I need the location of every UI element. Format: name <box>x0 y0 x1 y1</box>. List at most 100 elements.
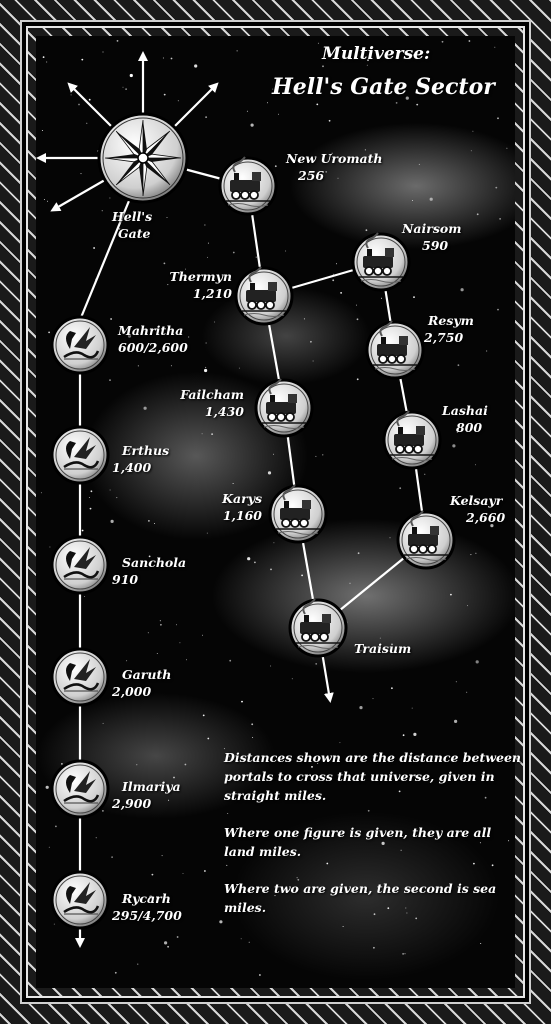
star <box>285 250 287 252</box>
star <box>102 810 104 812</box>
star <box>238 367 240 369</box>
star <box>356 318 359 321</box>
node-name: Failcham <box>180 387 244 402</box>
star <box>322 65 324 68</box>
hub-arrows <box>36 51 219 212</box>
star <box>255 256 257 258</box>
star <box>479 842 481 844</box>
train-emblem-icon-8 <box>288 598 348 658</box>
star <box>80 173 82 175</box>
star <box>156 653 158 654</box>
star <box>322 454 324 456</box>
star <box>416 103 419 106</box>
star <box>95 837 97 839</box>
border-frame <box>26 26 525 998</box>
star <box>49 546 51 548</box>
star <box>202 714 205 717</box>
star <box>154 523 155 524</box>
star <box>207 737 210 740</box>
node-name: Sanchola <box>122 555 187 570</box>
star <box>470 150 472 152</box>
train-emblem-icon-7 <box>396 510 456 570</box>
star <box>424 473 426 475</box>
star <box>248 941 250 943</box>
star <box>455 681 457 683</box>
node-name: Mahritha <box>118 323 184 338</box>
star <box>252 737 254 738</box>
star <box>129 73 133 78</box>
star <box>379 637 381 639</box>
star <box>484 796 487 799</box>
node-label-rycarh: Rycarh 295/4,700 <box>112 890 182 924</box>
star <box>214 321 216 323</box>
star <box>365 229 368 232</box>
star <box>415 917 418 920</box>
star <box>475 552 477 554</box>
train-emblem-icon-1 <box>234 266 294 326</box>
star <box>310 340 312 343</box>
star <box>312 360 314 362</box>
node-label-kelsayr: Kelsayr 2,660 <box>450 492 505 526</box>
star <box>387 907 390 910</box>
star <box>356 378 359 381</box>
star <box>130 784 132 785</box>
star <box>413 732 417 737</box>
star <box>206 532 208 534</box>
star <box>391 643 393 646</box>
node-distance: 1,210 <box>192 286 232 301</box>
star <box>391 687 393 690</box>
star <box>157 333 159 335</box>
star <box>367 59 369 62</box>
node-label-nairsom: Nairsom 590 <box>402 220 461 254</box>
node-distance: 590 <box>422 238 449 253</box>
star <box>205 366 207 368</box>
star <box>101 210 103 212</box>
star <box>399 487 402 490</box>
star <box>317 42 319 44</box>
star <box>110 318 112 320</box>
hub-arrow <box>173 82 219 128</box>
star <box>164 941 168 945</box>
star <box>125 88 127 90</box>
star <box>176 624 177 626</box>
hub-label: Hell's Gate <box>112 208 152 242</box>
dragon-emblem-icon-2 <box>50 535 110 595</box>
node-name: Karys <box>222 491 262 506</box>
star <box>109 379 111 381</box>
star <box>349 582 351 584</box>
star <box>273 542 275 544</box>
star <box>408 231 410 233</box>
star <box>435 315 436 317</box>
star <box>88 497 90 498</box>
star <box>468 40 471 42</box>
star <box>185 268 186 270</box>
star <box>470 554 472 556</box>
star <box>211 433 214 435</box>
star <box>43 199 45 200</box>
star <box>151 873 154 876</box>
star <box>273 453 274 455</box>
star <box>495 186 498 189</box>
star <box>364 149 366 151</box>
star <box>148 555 151 558</box>
node-name: Nairsom <box>402 221 462 236</box>
star <box>480 943 482 944</box>
node-name: Lashai <box>442 403 488 418</box>
star <box>122 86 124 88</box>
node-label-lashai: Lashai 800 <box>442 402 488 436</box>
star <box>494 46 496 48</box>
node-label-new-uromath: New Uromath 256 <box>286 150 383 184</box>
star <box>219 920 223 924</box>
star <box>81 529 84 532</box>
star <box>118 215 120 217</box>
star <box>293 88 296 91</box>
star <box>301 574 303 577</box>
star <box>373 913 376 916</box>
star <box>339 742 341 744</box>
node-distance: 1,400 <box>112 460 152 475</box>
dragon-emblem-icon-0 <box>50 315 110 375</box>
star <box>402 953 404 955</box>
star <box>40 492 42 494</box>
star <box>331 152 333 154</box>
star <box>116 40 119 42</box>
